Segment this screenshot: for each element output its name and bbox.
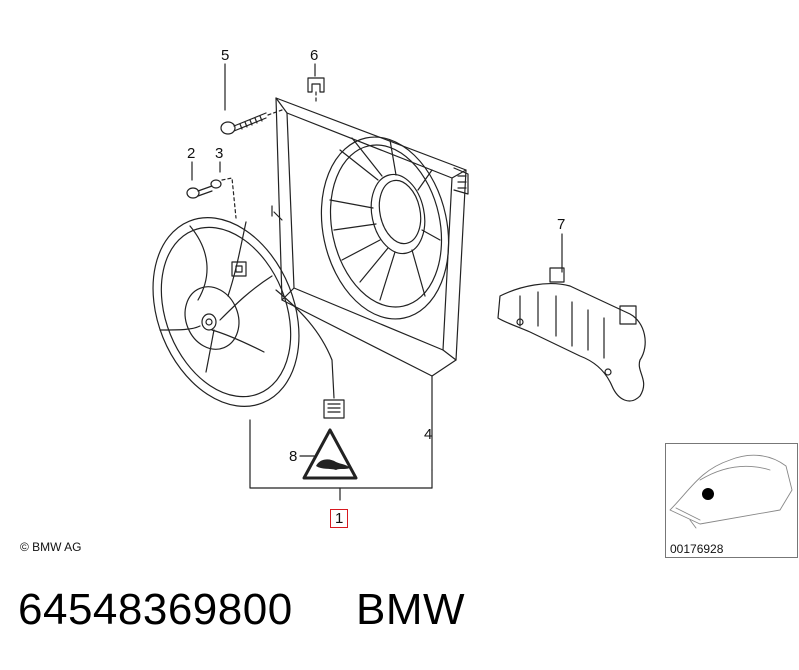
bolt-washer-icon xyxy=(186,161,237,219)
callout-6: 6 xyxy=(310,47,319,64)
clip-nut-icon xyxy=(307,63,325,103)
bracket-icon xyxy=(497,233,646,402)
callout-1-highlighted[interactable]: 1 xyxy=(330,509,349,528)
screw-icon xyxy=(220,63,283,135)
copyright-text: © BMW AG xyxy=(20,540,82,554)
reference-thumbnail xyxy=(665,443,798,558)
callout-2: 2 xyxy=(187,145,196,162)
callout-5: 5 xyxy=(221,47,230,64)
callout-4: 4 xyxy=(424,426,433,443)
callout-8: 8 xyxy=(289,448,298,465)
callout-7: 7 xyxy=(557,216,566,233)
callout-3: 3 xyxy=(215,145,224,162)
reference-number: 00176928 xyxy=(669,542,725,556)
parts-diagram xyxy=(152,63,793,529)
warning-label-icon xyxy=(299,428,358,480)
fan-assembly-icon xyxy=(152,217,345,419)
brand-name: BMW xyxy=(356,585,466,634)
fan-shroud-icon xyxy=(271,97,469,471)
part-number: 64548369800 xyxy=(18,585,293,634)
callout-lines xyxy=(249,419,433,501)
car-thumbnail-icon xyxy=(669,454,793,529)
